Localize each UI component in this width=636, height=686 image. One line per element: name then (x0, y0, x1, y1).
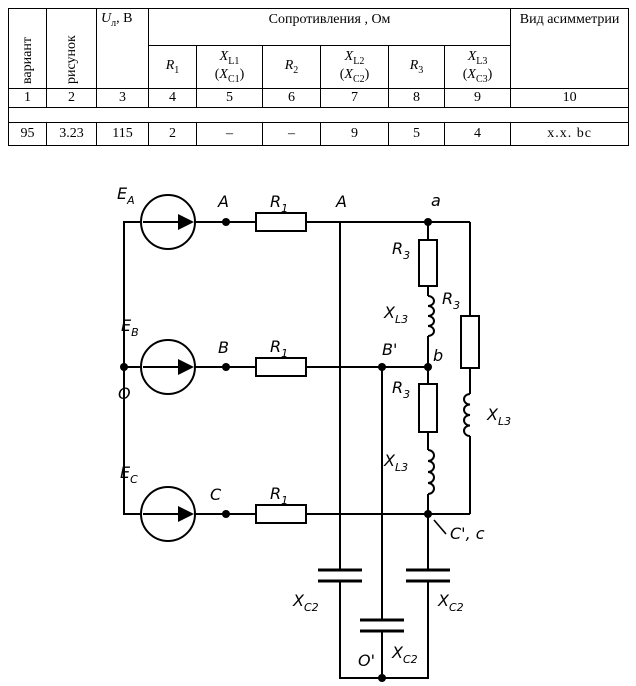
header-r2: R2 (262, 45, 321, 89)
capacitor-xc2-c (406, 568, 450, 583)
label-r3-ac: R3 (442, 289, 460, 312)
parameters-table: вариант рисунок Uл, В Сопротивления , Ом… (7, 8, 630, 146)
resistor-r1-c (255, 504, 307, 524)
cell-r2: – (262, 122, 321, 146)
resistor-r1-b (255, 357, 307, 377)
cell-xl2: 9 (320, 122, 389, 146)
header-xl3: XL3(XC3) (443, 45, 512, 89)
label-node-b: b (433, 346, 443, 365)
column-number: 8 (388, 88, 445, 108)
label-neutral-o: O (118, 384, 131, 403)
cell-xl1: – (196, 122, 263, 146)
node-a-dot (424, 218, 432, 226)
source-ea (140, 194, 196, 250)
node-b-prime-dot (378, 363, 386, 371)
capacitor-xc2-b (360, 618, 404, 633)
header-xl2: XL2(XC2) (320, 45, 389, 89)
label-xl3-ac: XL3 (486, 405, 511, 428)
column-number: 2 (46, 88, 97, 108)
cell-asymmetry: х.х. bc (510, 122, 630, 146)
header-resistances: Сопротивления , Ом (147, 8, 512, 46)
label-terminal-a: A (217, 192, 229, 211)
inductor-xl3-ac (463, 393, 471, 437)
header-asymmetry: Вид асимметрии (510, 8, 630, 89)
label-ea: EA (117, 184, 135, 207)
cell-figure: 3.23 (46, 122, 97, 146)
label-terminal-c: C (210, 485, 222, 504)
neutral-o-dot (120, 363, 128, 371)
column-number: 3 (96, 88, 149, 108)
header-r1: R1 (148, 45, 197, 89)
label-r3-bc: R3 (392, 378, 410, 401)
capacitor-xc2-a (318, 568, 362, 583)
header-r3: R3 (388, 45, 445, 89)
node-o-prime-dot (378, 674, 386, 682)
circuit-diagram: EA EB EC A B C O A a b B' C', c O' R1 R1… (117, 184, 511, 682)
terminal-c-dot (222, 510, 230, 518)
source-ec (140, 486, 196, 542)
column-number: 1 (8, 88, 47, 108)
label-node-c-prime: C', c (450, 524, 485, 543)
header-voltage: Uл, В (96, 8, 149, 89)
cell-voltage: 115 (96, 122, 149, 146)
source-eb (140, 339, 196, 395)
column-number: 7 (320, 88, 389, 108)
label-leader-c (433, 519, 447, 535)
table-row: 95 3.23 115 2 – – 9 5 4 х.х. bc (8, 122, 630, 146)
label-terminal-b: B (218, 338, 229, 357)
cell-r1: 2 (148, 122, 197, 146)
cell-variant: 95 (8, 122, 47, 146)
label-xc2-b: XC2 (391, 643, 418, 666)
label-r1-c: R1 (270, 484, 288, 507)
header-variant: вариант (8, 8, 47, 89)
resistor-r3-ac (460, 315, 480, 369)
label-r3-ab: R3 (392, 239, 410, 262)
label-ec: EC (120, 463, 138, 486)
node-b-dot (424, 363, 432, 371)
label-xl3-bc: XL3 (383, 451, 408, 474)
header-xl1: XL1(XC1) (196, 45, 263, 89)
label-xl3-ab: XL3 (383, 303, 408, 326)
column-number: 10 (510, 88, 630, 108)
column-number: 6 (262, 88, 321, 108)
label-xc2-c: XC2 (437, 591, 464, 614)
label-node-o-prime: O' (358, 651, 375, 670)
label-xc2-a: XC2 (292, 591, 319, 614)
column-number: 9 (443, 88, 512, 108)
cell-xl3: 4 (443, 122, 512, 146)
label-r1-b: R1 (270, 337, 288, 360)
column-number: 5 (196, 88, 263, 108)
inductor-xl3-bc (427, 449, 435, 495)
inductor-xl3-ab (427, 295, 435, 337)
label-node-a-upper: A (335, 192, 347, 211)
capacitor-branch-wire (339, 222, 429, 679)
resistor-r3-bc (418, 383, 438, 433)
resistor-r1-a (255, 212, 307, 232)
column-number: 4 (148, 88, 197, 108)
table-gap (7, 107, 630, 123)
terminal-b-dot (222, 363, 230, 371)
label-node-b-prime: B' (382, 340, 397, 359)
resistor-r3-ab (418, 239, 438, 287)
header-figure: рисунок (46, 8, 97, 89)
label-r1-a: R1 (270, 192, 288, 215)
cell-r3: 5 (388, 122, 445, 146)
label-node-a: a (431, 191, 441, 210)
terminal-a-dot (222, 218, 230, 226)
label-eb: EB (121, 316, 139, 339)
